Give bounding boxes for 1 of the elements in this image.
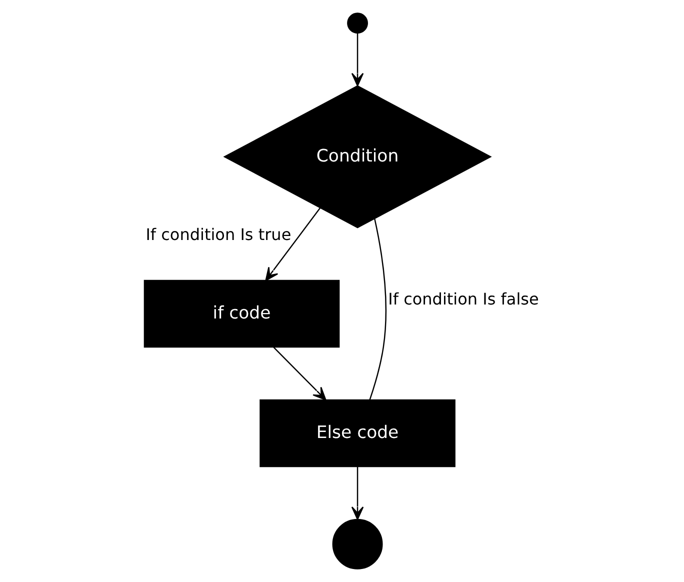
edge-label: If condition Is false (388, 290, 538, 309)
